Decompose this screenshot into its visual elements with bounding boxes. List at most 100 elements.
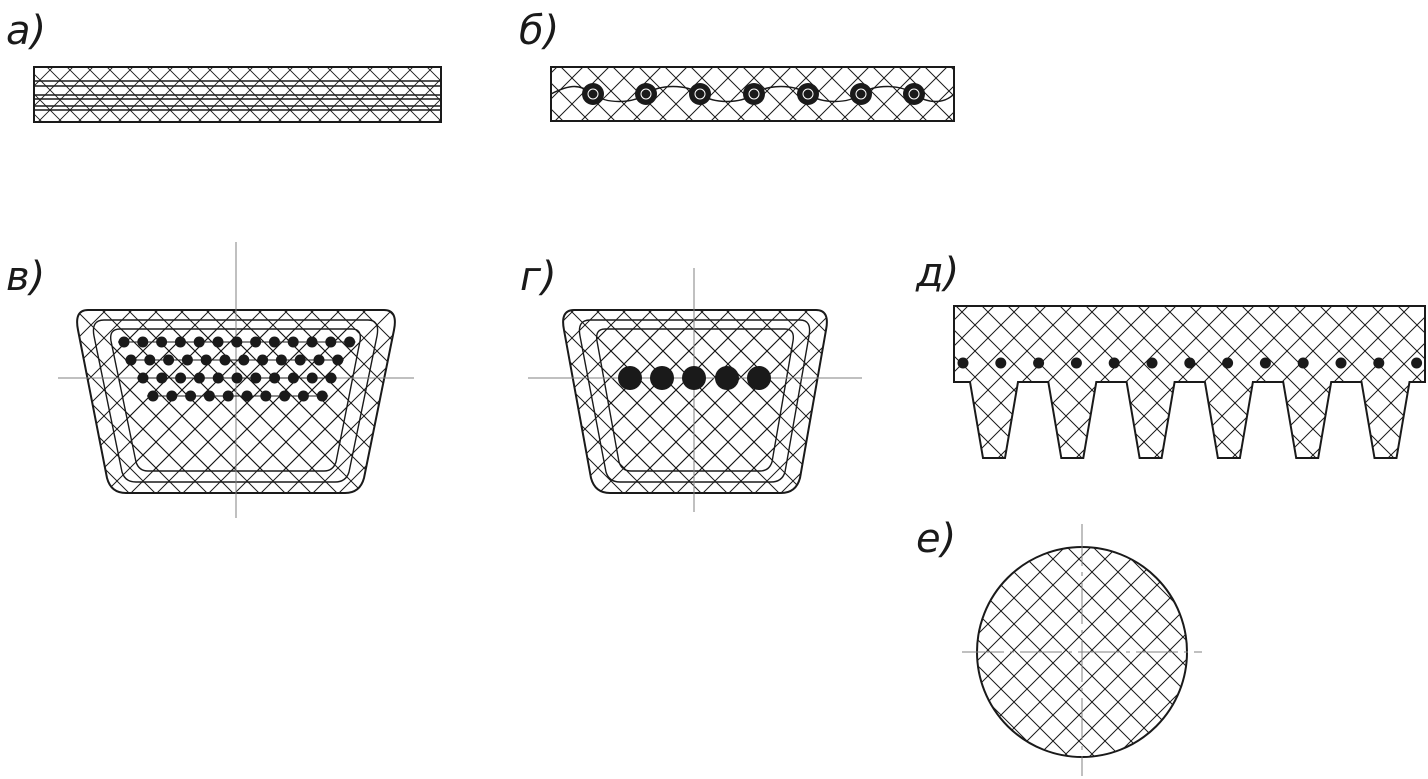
cord-dot bbox=[203, 390, 215, 402]
cord-dot bbox=[250, 372, 262, 384]
cord-dot bbox=[231, 372, 243, 384]
cord-dot bbox=[269, 372, 281, 384]
cord-dot bbox=[166, 390, 178, 402]
cord-dot bbox=[175, 372, 187, 384]
cord-dot bbox=[1033, 357, 1045, 369]
label-v: в) bbox=[6, 254, 45, 300]
cord-dot bbox=[1373, 357, 1385, 369]
cord-dot bbox=[137, 336, 149, 348]
cord-dot bbox=[212, 336, 224, 348]
cord-rows-v bbox=[118, 336, 356, 402]
cord-dot bbox=[193, 372, 205, 384]
section-e: е) bbox=[916, 516, 1202, 776]
cord-circle bbox=[635, 83, 657, 105]
cord-circle bbox=[903, 83, 925, 105]
cord-dot bbox=[1335, 357, 1347, 369]
cord-dot bbox=[1411, 357, 1423, 369]
cord-dot bbox=[313, 354, 325, 366]
cord-dot bbox=[118, 336, 130, 348]
cord-dot bbox=[306, 372, 318, 384]
cord-dot bbox=[231, 336, 243, 348]
section-v: в) bbox=[6, 242, 414, 518]
cord-dot bbox=[219, 354, 231, 366]
section-b: б) bbox=[519, 8, 955, 122]
cord-dot bbox=[1297, 357, 1309, 369]
cord-dot bbox=[200, 354, 212, 366]
cord-dot bbox=[156, 336, 168, 348]
cord-dot bbox=[250, 336, 262, 348]
cord-dot bbox=[156, 372, 168, 384]
cord-dot bbox=[306, 336, 318, 348]
label-e: е) bbox=[916, 516, 956, 562]
cord-circle bbox=[747, 366, 771, 390]
section-g: г) bbox=[520, 254, 862, 512]
cord-dot bbox=[241, 390, 253, 402]
cord-circle bbox=[715, 366, 739, 390]
cord-dot bbox=[268, 336, 280, 348]
cord-dot bbox=[257, 354, 269, 366]
cord-dot bbox=[957, 357, 969, 369]
cord-ring bbox=[908, 88, 920, 100]
cord-circle bbox=[743, 83, 765, 105]
cord-dot bbox=[275, 354, 287, 366]
cord-circle bbox=[682, 366, 706, 390]
cord-dot bbox=[287, 336, 299, 348]
cord-dot bbox=[1222, 357, 1234, 369]
cord-dot bbox=[316, 390, 328, 402]
cord-row-d bbox=[957, 357, 1423, 369]
cord-dot bbox=[222, 390, 234, 402]
cord-dot bbox=[1184, 357, 1196, 369]
cord-circle bbox=[689, 83, 711, 105]
cord-dot bbox=[1070, 357, 1082, 369]
cord-dot bbox=[212, 372, 224, 384]
cord-dot bbox=[279, 390, 291, 402]
cord-dot bbox=[332, 354, 344, 366]
cord-dot bbox=[193, 336, 205, 348]
vbelt-g-outer-outline bbox=[562, 309, 828, 494]
cord-dot bbox=[344, 336, 356, 348]
cord-dot bbox=[1146, 357, 1158, 369]
cord-dot bbox=[125, 354, 137, 366]
cord-ring bbox=[640, 88, 652, 100]
cord-dot bbox=[325, 336, 337, 348]
cord-row-g bbox=[618, 366, 771, 390]
label-g: г) bbox=[520, 254, 557, 300]
cord-circle bbox=[850, 83, 872, 105]
cord-circle bbox=[582, 83, 604, 105]
cord-dot bbox=[325, 372, 337, 384]
cord-ring bbox=[802, 88, 814, 100]
cord-dot bbox=[144, 354, 156, 366]
cord-dot bbox=[287, 372, 299, 384]
cord-ring bbox=[855, 88, 867, 100]
cord-ring bbox=[694, 88, 706, 100]
section-a: а) bbox=[6, 8, 442, 123]
cord-circle bbox=[797, 83, 819, 105]
cord-circles-b bbox=[582, 83, 925, 105]
section-d: д) bbox=[915, 250, 1426, 459]
vbelt-g-wrap-line bbox=[578, 319, 811, 483]
cord-circle bbox=[650, 366, 674, 390]
cord-dot bbox=[181, 354, 193, 366]
cord-dot bbox=[174, 336, 186, 348]
cord-dot bbox=[137, 372, 149, 384]
cord-dot bbox=[147, 390, 159, 402]
cord-ring bbox=[748, 88, 760, 100]
vbelt-v-outer-outline bbox=[76, 309, 396, 494]
label-b: б) bbox=[519, 8, 559, 54]
cord-circle bbox=[618, 366, 642, 390]
vbelt-v-wrap-line bbox=[92, 319, 379, 483]
label-a: а) bbox=[6, 8, 46, 54]
cord-ring bbox=[587, 88, 599, 100]
vbelt-g-core bbox=[596, 329, 794, 471]
cord-dot bbox=[185, 390, 197, 402]
cord-dot bbox=[297, 390, 309, 402]
cord-dot bbox=[995, 357, 1007, 369]
cord-dot bbox=[260, 390, 272, 402]
cord-dot bbox=[1259, 357, 1271, 369]
cord-dot bbox=[163, 354, 175, 366]
label-d: д) bbox=[915, 250, 959, 296]
cord-dot bbox=[1108, 357, 1120, 369]
cord-dot bbox=[238, 354, 250, 366]
poly-v-belt-outline bbox=[953, 305, 1426, 459]
